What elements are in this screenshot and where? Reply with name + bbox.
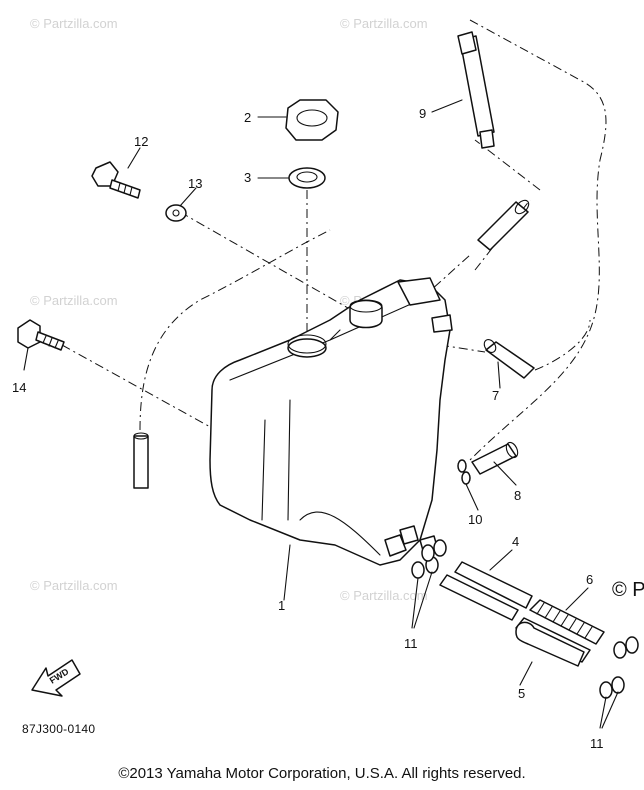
- callout-9: 9: [419, 106, 426, 121]
- drawing-code: 87J300-0140: [22, 722, 96, 736]
- callout-4: 4: [512, 534, 519, 549]
- hose-5: [515, 621, 585, 667]
- callout-6: 6: [586, 572, 593, 587]
- tube-upper: [477, 199, 530, 251]
- oil-tank: [209, 277, 453, 566]
- callout-3: 3: [244, 170, 251, 185]
- watermark: © Partzilla.com: [30, 578, 118, 593]
- tube-8: [471, 441, 519, 475]
- watermark: © Partzilla.com: [340, 588, 428, 603]
- callout-2: 2: [244, 110, 251, 125]
- callout-5: 5: [518, 686, 525, 701]
- watermark-edge: © P: [612, 579, 644, 601]
- watermark: © Partzilla.com: [30, 16, 118, 31]
- tube-9: [457, 31, 495, 149]
- callout-8: 8: [514, 488, 521, 503]
- clip-10: [457, 459, 471, 485]
- callout-11: 11: [404, 636, 418, 651]
- bolt-14: [17, 319, 65, 351]
- callout-13: 13: [188, 176, 202, 191]
- callout-11: 11: [590, 736, 604, 751]
- center-lines: [61, 19, 607, 461]
- cap: [285, 99, 339, 141]
- watermark: © Partzilla.com: [30, 293, 118, 308]
- callout-1: 1: [278, 598, 285, 613]
- fwd-arrow-icon: FWD: [31, 659, 81, 697]
- tube-7: [483, 339, 535, 379]
- clips-11-left: [411, 539, 447, 579]
- seal-ring: [288, 167, 326, 189]
- copyright-notice: ©2013 Yamaha Motor Corporation, U.S.A. A…: [118, 765, 526, 782]
- callout-12: 12: [134, 134, 148, 149]
- hose-4: [439, 561, 533, 621]
- callouts: 1 2 3 4 5 6 7 8 9 10 11 11 12 13 14: [12, 106, 604, 751]
- short-tube: [133, 432, 149, 489]
- callout-14: 14: [12, 380, 26, 395]
- watermark: © Partzilla.com: [340, 16, 428, 31]
- clips-11-right: [599, 636, 639, 699]
- washer-13: [165, 204, 187, 222]
- leader-lines: [23, 99, 619, 729]
- callout-10: 10: [468, 512, 482, 527]
- callout-7: 7: [492, 388, 499, 403]
- bolt-12: [91, 161, 141, 199]
